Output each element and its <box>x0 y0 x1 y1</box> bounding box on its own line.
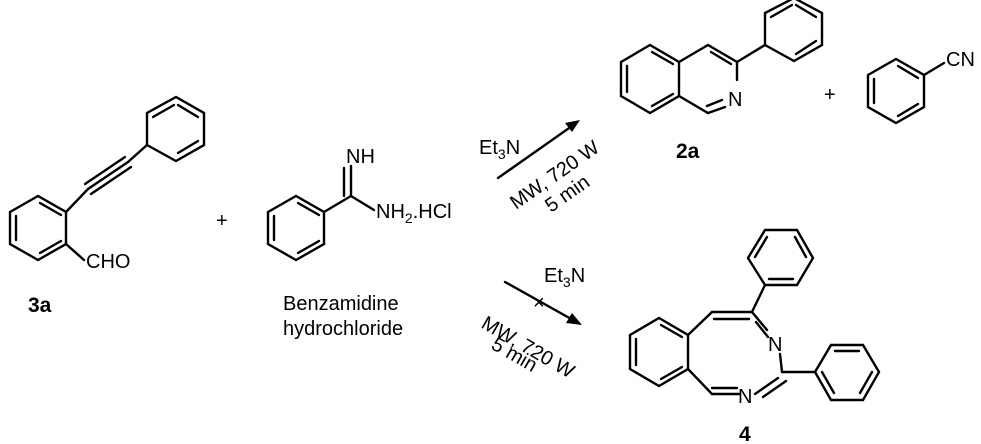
diazocine-n-upper-label: N <box>768 334 782 356</box>
benzamidine-structure <box>266 164 376 262</box>
bottom-blocked-mark: × <box>533 292 545 314</box>
product-4-structure <box>628 228 881 402</box>
plus-sign-reactants: + <box>216 210 228 232</box>
isoquinoline-n-label: N <box>728 89 742 111</box>
imine-nh-label: NH <box>346 146 375 168</box>
benzonitrile-structure <box>866 57 946 125</box>
product-4-label: 4 <box>739 423 751 444</box>
bottom-reaction-arrow <box>503 280 582 325</box>
product-2a-label: 2a <box>676 140 700 163</box>
top-reaction-arrow <box>496 120 580 180</box>
diazocine-n-lower-label: N <box>738 386 752 408</box>
product-2a-structure <box>619 0 824 115</box>
benzamidine-name-line2: hydrochloride <box>283 318 403 340</box>
nitrile-cn-label: CN <box>946 49 975 71</box>
reactant-3a-label: 3a <box>28 294 52 317</box>
plus-sign-products: + <box>824 84 836 106</box>
top-reagent-label: Et3N <box>479 137 520 162</box>
reactant-3a-structure <box>8 95 206 262</box>
benzamidine-name-line1: Benzamidine <box>283 293 399 315</box>
bottom-reagent-label: Et3N <box>544 265 585 290</box>
cho-label: CHO <box>86 251 130 273</box>
amine-hcl-label: NH2.HCl <box>376 201 452 226</box>
